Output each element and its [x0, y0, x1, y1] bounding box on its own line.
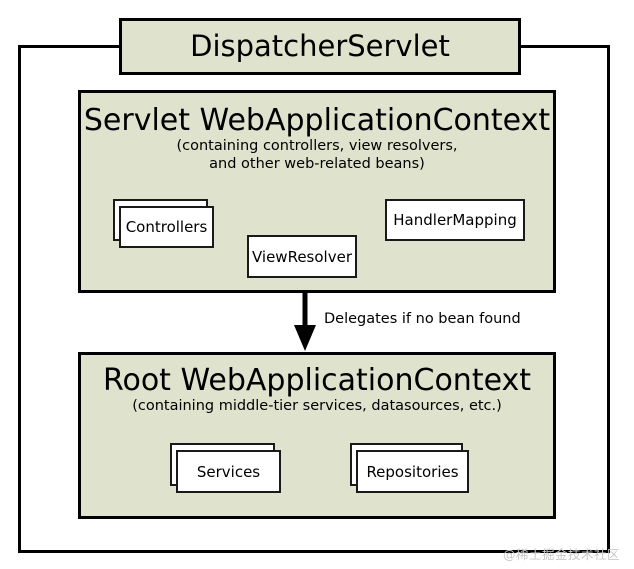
view-resolver-card[interactable]: ViewResolver [247, 235, 357, 278]
controllers-card[interactable]: Controllers [119, 206, 214, 248]
down-arrow-icon [294, 293, 316, 351]
servlet-context-heading: Servlet WebApplicationContext (containin… [81, 105, 553, 173]
services-card[interactable]: Services [176, 450, 281, 493]
delegation-label: Delegates if no bean found [324, 311, 521, 327]
root-context-heading: Root WebApplicationContext (containing m… [81, 365, 553, 415]
dispatcher-servlet-box: DispatcherServlet [119, 18, 521, 75]
servlet-context-title: Servlet WebApplicationContext [83, 103, 551, 138]
servlet-context-subtitle: (containing controllers, view resolvers,… [176, 137, 458, 172]
dispatcher-servlet-label: DispatcherServlet [190, 29, 450, 63]
root-context-subtitle: (containing middle-tier services, dataso… [132, 397, 502, 414]
handler-mapping-card[interactable]: HandlerMapping [385, 199, 525, 241]
repositories-card[interactable]: Repositories [356, 450, 469, 493]
root-web-application-context-box: Root WebApplicationContext (containing m… [78, 352, 556, 519]
watermark: @稀土掘金技术社区 [502, 547, 620, 562]
root-context-title: Root WebApplicationContext [102, 363, 532, 398]
